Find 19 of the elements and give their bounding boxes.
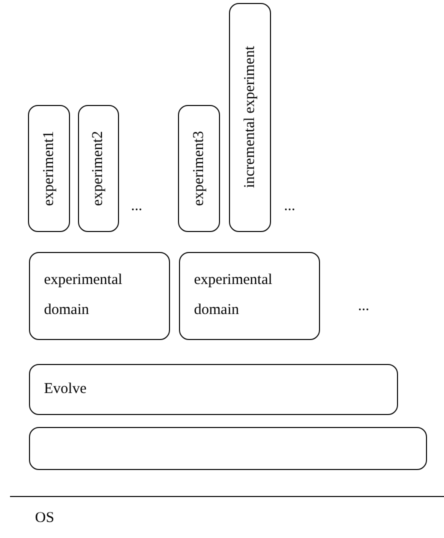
node-label: incremental experiment <box>242 46 258 189</box>
layer-label: OS <box>35 510 54 527</box>
rounded-box <box>78 105 119 232</box>
rounded-box <box>29 252 170 340</box>
node-label: Evolve <box>44 381 86 398</box>
node-label: experiment2 <box>90 131 107 206</box>
node-label: experiment3 <box>190 131 208 206</box>
rounded-box <box>179 252 320 340</box>
empty-layer-bar <box>29 427 427 470</box>
node-label: experiment1 <box>40 131 58 206</box>
layer-bar <box>29 364 398 415</box>
node-label: experimental domain <box>44 272 122 318</box>
ellipsis: ... <box>358 298 370 315</box>
ellipsis: ... <box>131 198 142 215</box>
rounded-box <box>28 105 70 232</box>
node-label: experimental domain <box>194 272 272 318</box>
rounded-box <box>229 3 271 232</box>
ellipsis: ... <box>284 198 296 215</box>
rounded-box <box>178 105 220 232</box>
